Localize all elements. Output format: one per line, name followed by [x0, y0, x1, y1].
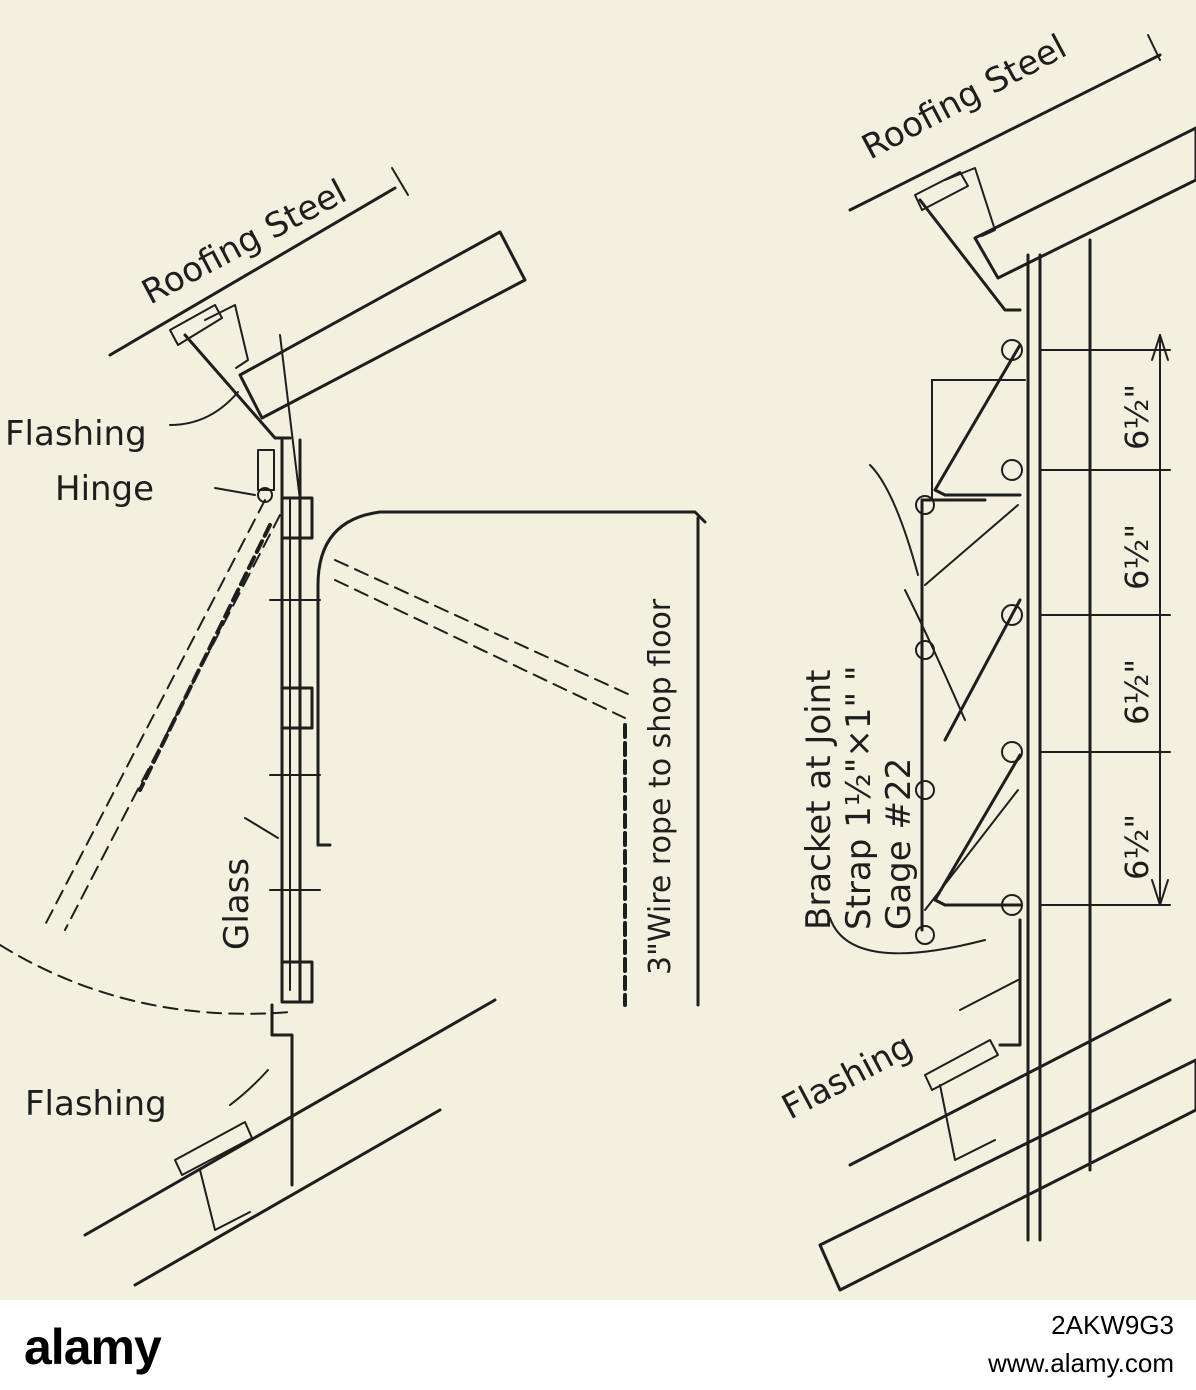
right-lower-purlin — [818, 1058, 1196, 1292]
technical-drawing: Roofing Steel Flashing Hinge Glass 3"Wir… — [0, 26, 1196, 1292]
brand-logo: alamy — [24, 1319, 162, 1375]
operator-open-dash-1 — [334, 559, 631, 696]
bracket-label-line3: Gage #22 — [879, 758, 919, 930]
dim-arrow-bottom — [1151, 879, 1169, 906]
hinge-plate — [257, 449, 275, 491]
glass-leader — [244, 817, 279, 839]
sash-rail-mid — [280, 686, 314, 730]
right-flashing-label: Flashing — [775, 1026, 919, 1128]
dim-label-4: 6½" — [1118, 814, 1156, 880]
bracket-leader-3 — [829, 917, 986, 955]
left-lower-clip — [174, 1121, 253, 1176]
dim-arrow-top — [1151, 334, 1169, 361]
right-lower-roof-sheet — [848, 998, 1172, 1167]
left-lower-roof-sheet — [83, 998, 497, 1237]
left-upper-purlin — [238, 230, 527, 420]
hinge-label: Hinge — [55, 469, 154, 509]
right-upper-clip-2 — [944, 167, 996, 237]
image-id: 2AKW9G3 — [1051, 1310, 1174, 1340]
bracket-label-line1: Bracket at Joint — [799, 670, 839, 931]
left-lower-clip-2 — [199, 1169, 251, 1231]
left-lower-purlin — [133, 1108, 442, 1287]
right-roofing-steel-label: Roofing Steel — [855, 27, 1073, 168]
bracket-bolt-3 — [915, 780, 935, 800]
right-roofing-steel-leader — [1147, 34, 1161, 61]
dim-label-2: 6½" — [1118, 524, 1156, 590]
left-roofing-steel-sheet — [108, 186, 397, 357]
right-flashing-bottom-line — [998, 918, 1022, 1047]
bolt-5 — [1001, 894, 1023, 916]
bracket-strap — [920, 498, 987, 932]
bolt-4 — [1001, 741, 1023, 763]
hinge-leader — [214, 487, 256, 496]
bracket-diag-1 — [924, 504, 1019, 586]
left-upper-clip — [169, 304, 223, 346]
left-upper-clip-2 — [204, 304, 249, 369]
louver-blade-3 — [933, 753, 1022, 907]
louver-blade-1 — [933, 343, 1022, 497]
bolt-2 — [1001, 459, 1023, 481]
left-detail — [0, 186, 707, 1287]
sash-swing-arc — [0, 944, 291, 1015]
bolt-3 — [1001, 604, 1023, 626]
left-flashing-bottom-leader — [229, 1069, 269, 1106]
right-upper-purlin — [973, 126, 1196, 280]
sash-rail-top — [280, 496, 314, 540]
left-roofing-steel-leader — [391, 167, 409, 196]
wire-rope-label: 3"Wire rope to shop floor — [643, 598, 678, 975]
open-sash-dash-1 — [44, 499, 266, 926]
bracket-leader-2 — [904, 589, 966, 721]
drawing-svg: Roofing Steel Flashing Hinge Glass 3"Wir… — [0, 27, 1196, 1292]
right-flashing-leader — [959, 979, 1019, 1011]
left-flashing-top-leader — [169, 391, 239, 426]
bracket-label-line2: Strap 1½"×1" " — [839, 665, 879, 930]
glass-label: Glass — [217, 858, 257, 950]
sash-rail-bottom — [280, 960, 314, 1004]
bracket-leader-1 — [869, 464, 919, 576]
operator-open-dash-2 — [334, 579, 626, 719]
right-detail — [818, 53, 1196, 1292]
right-flashing-top-line — [918, 198, 1022, 312]
left-flashing-top-line — [183, 333, 292, 440]
left-flashing-top-label: Flashing — [5, 414, 147, 454]
dim-label-1: 6½" — [1118, 384, 1156, 450]
operator-arm — [316, 510, 707, 847]
right-lower-clip-2 — [939, 1084, 996, 1161]
bracket-diag-2 — [924, 789, 1019, 911]
left-flashing-bottom-line — [270, 1003, 294, 1187]
left-flashing-bottom-label: Flashing — [25, 1084, 167, 1124]
dim-label-3: 6½" — [1118, 659, 1156, 725]
bracket-bolt-4 — [915, 925, 935, 945]
right-roofing-steel-sheet — [848, 53, 1162, 212]
bolt-1 — [1001, 339, 1023, 361]
open-sash-dash-3 — [138, 523, 272, 792]
site-url: www.alamy.com — [988, 1348, 1174, 1378]
watermark-footer: alamy 2AKW9G3 www.alamy.com — [0, 1300, 1196, 1390]
left-roofing-steel-label: Roofing Steel — [135, 172, 353, 313]
louver-blade-2 — [943, 598, 1022, 742]
right-lower-clip — [924, 1039, 999, 1091]
left-flashing-top-line-2 — [279, 334, 301, 501]
bracket-bolt-1 — [915, 495, 935, 515]
